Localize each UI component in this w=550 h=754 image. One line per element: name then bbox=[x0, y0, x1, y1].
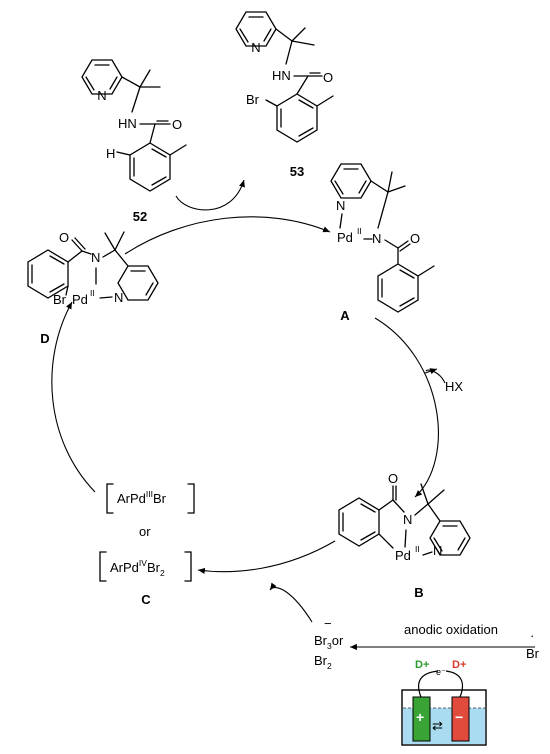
intermediate-c: ArPdIIIBr or ArPdIVBr2 C bbox=[99, 483, 195, 607]
c-or: or bbox=[139, 524, 151, 539]
c52-carbonyl-o: O bbox=[172, 117, 182, 132]
c53-bromo: Br bbox=[246, 92, 260, 107]
electrochemical-cell-icon: + − ⇄ e⁻ D+ D+ bbox=[401, 659, 487, 746]
b-label: B bbox=[414, 585, 423, 600]
anodic-oxidation-label: anodic oxidation bbox=[404, 622, 498, 637]
b-pd-ox: II bbox=[415, 544, 420, 554]
br2: Br2 bbox=[314, 653, 332, 671]
br-minus: − bbox=[324, 616, 332, 631]
hx-arrowhead bbox=[424, 368, 438, 375]
cycle-arrows bbox=[51, 179, 535, 651]
negative-terminal: D+ bbox=[452, 659, 466, 671]
c-top-formula: ArPdIIIBr bbox=[117, 489, 167, 506]
a-carbonyl-o: O bbox=[410, 231, 420, 246]
compound-53: N HN O Br 53 bbox=[235, 11, 334, 179]
complex-a: N Pd II N O A bbox=[330, 163, 435, 323]
a-amide-n: N bbox=[372, 231, 381, 246]
c52-amide-nh: HN bbox=[118, 116, 137, 131]
d-amide-n: N bbox=[91, 250, 100, 265]
bromide-br: Br bbox=[526, 646, 540, 661]
compound-52: N HN O H 52 bbox=[81, 59, 187, 224]
a-pd-ox: II bbox=[357, 226, 362, 236]
complex-b: O N N Pd II B bbox=[338, 471, 471, 600]
c52-pyridine-n: N bbox=[97, 88, 106, 103]
b-carbonyl-o: O bbox=[388, 471, 398, 486]
c53-label: 53 bbox=[290, 164, 304, 179]
c52-label: 52 bbox=[133, 209, 147, 224]
arrow-52-to-53 bbox=[175, 179, 245, 211]
d-label: D bbox=[40, 331, 49, 346]
c53-carbonyl-o: O bbox=[323, 70, 333, 85]
d-pd-ox: II bbox=[90, 288, 95, 298]
arrow-a-to-b bbox=[374, 317, 439, 498]
d-carbonyl-o: O bbox=[59, 230, 69, 245]
d-pyridine-n: N bbox=[114, 290, 123, 305]
a-pyridine-n: N bbox=[336, 198, 345, 213]
anode-plus: + bbox=[416, 709, 424, 725]
bromide-dot: · bbox=[530, 628, 534, 643]
c-label: C bbox=[141, 592, 151, 607]
br3-or: Br3or bbox=[314, 633, 344, 651]
positive-terminal: D+ bbox=[415, 659, 429, 671]
arrow-d-to-a bbox=[124, 216, 331, 255]
hx-byproduct: HX bbox=[445, 379, 463, 394]
b-pd: Pd bbox=[395, 548, 411, 563]
anode-electrode bbox=[412, 696, 431, 742]
c53-amide-nh: HN bbox=[272, 68, 291, 83]
c52-ortho-h: H bbox=[106, 146, 115, 161]
arrow-c-to-d bbox=[51, 301, 96, 493]
a-pd: Pd bbox=[337, 230, 353, 245]
d-pd: Pd bbox=[72, 292, 88, 307]
complex-d: O N N Pd II Br D bbox=[27, 230, 159, 346]
arrow-bromine-in bbox=[269, 582, 313, 623]
arrow-b-to-c bbox=[197, 540, 336, 574]
bromine-species: − Br3or Br2 bbox=[314, 616, 344, 671]
cathode-minus: − bbox=[455, 709, 463, 725]
ion-swap-icon: ⇄ bbox=[432, 718, 443, 733]
a-label: A bbox=[340, 308, 350, 323]
b-pyridine-n: N bbox=[433, 543, 442, 558]
c53-pyridine-n: N bbox=[251, 40, 260, 55]
d-bromo: Br bbox=[53, 292, 67, 307]
b-amide-n: N bbox=[403, 512, 412, 527]
electron-label: e⁻ bbox=[436, 667, 446, 677]
c-bottom-formula: ArPdIVBr2 bbox=[110, 558, 165, 578]
